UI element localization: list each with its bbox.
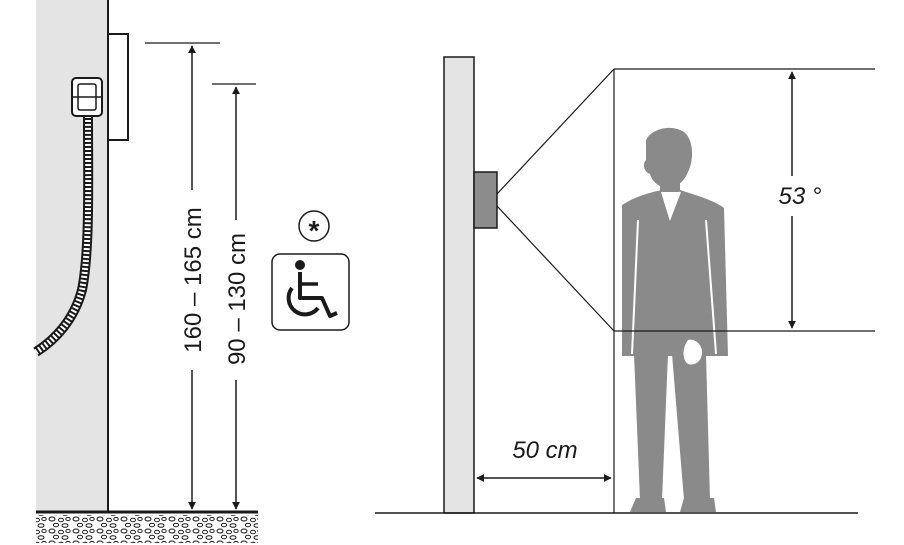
fov-upper-line xyxy=(496,68,615,195)
shirt-collar xyxy=(661,191,681,222)
left-panel: 160 – 165 cm 90 – 130 cm * xyxy=(33,0,350,543)
height-accessible-label: 90 – 130 cm xyxy=(224,233,251,365)
gravel-fill xyxy=(36,515,258,543)
person-silhouette xyxy=(622,127,728,512)
height-main-label: 160 – 165 cm xyxy=(180,207,207,352)
distance-label: 50 cm xyxy=(512,437,577,464)
intercom-panel-side xyxy=(107,33,129,141)
note-asterisk: * xyxy=(309,215,320,246)
left-wall xyxy=(36,0,108,512)
angle-label: 53 ° xyxy=(779,183,822,210)
right-panel: 53 ° 50 cm xyxy=(375,56,875,514)
camera-unit xyxy=(473,171,498,229)
wall-back-box xyxy=(71,77,103,117)
right-wall xyxy=(443,56,475,514)
note-circle xyxy=(298,210,330,242)
fov-lower-line xyxy=(496,205,615,332)
person-hand xyxy=(683,339,702,365)
wheelchair-icon xyxy=(271,253,350,331)
